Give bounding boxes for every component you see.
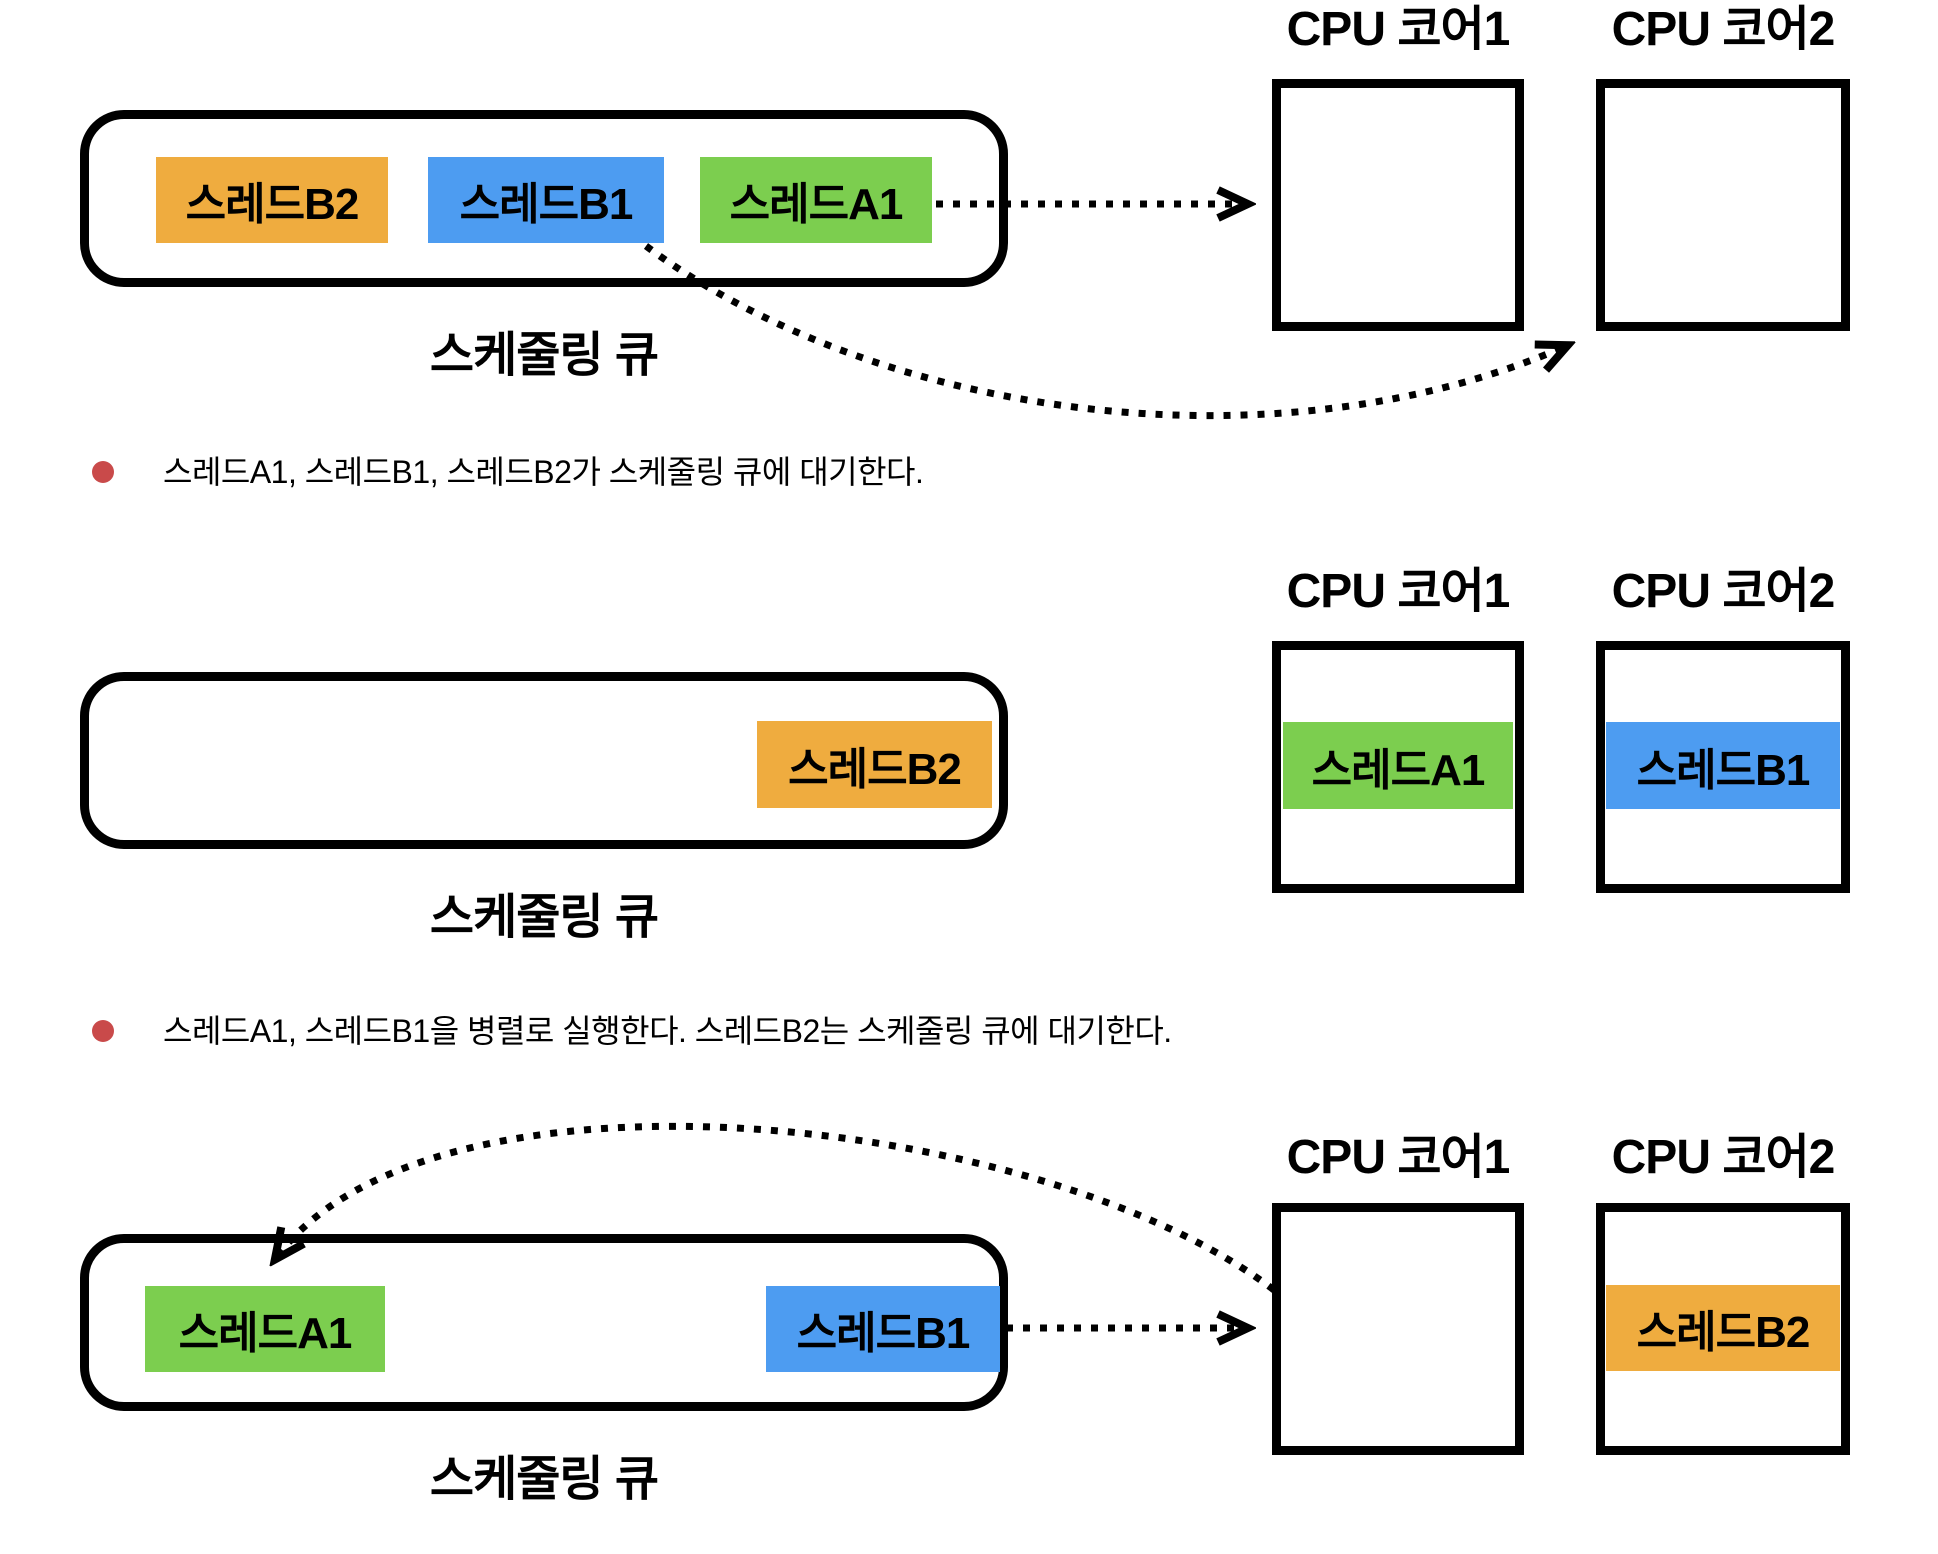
cpu-core2-label: CPU 코어2 — [1611, 3, 1836, 56]
thread-box-b2: 스레드B2 — [1606, 1285, 1840, 1371]
cpu-core1-box — [1272, 79, 1524, 331]
cpu-core2-label: CPU 코어2 — [1611, 565, 1836, 618]
thread-box-b1: 스레드B1 — [1606, 722, 1840, 809]
cpu-core2-box — [1596, 79, 1850, 331]
bullet-text: 스레드A1, 스레드B1, 스레드B2가 스케줄링 큐에 대기한다. — [163, 454, 924, 490]
cpu-core1-label: CPU 코어1 — [1286, 1131, 1511, 1184]
cpu-core1-box — [1272, 1203, 1524, 1455]
thread-box-b2: 스레드B2 — [757, 721, 992, 808]
thread-box-a1: 스레드A1 — [145, 1286, 385, 1372]
bullet-text: 스레드A1, 스레드B1을 병렬로 실행한다. 스레드B2는 스케줄링 큐에 대… — [163, 1013, 1172, 1049]
thread-box-a1: 스레드A1 — [1283, 722, 1513, 809]
cpu-core1-label: CPU 코어1 — [1286, 565, 1511, 618]
cpu-core1-label: CPU 코어1 — [1286, 3, 1511, 56]
scheduling-queue-label: 스케줄링 큐 — [429, 1453, 659, 1506]
thread-box-b2: 스레드B2 — [156, 157, 388, 243]
thread-box-b1: 스레드B1 — [766, 1286, 1000, 1372]
thread-box-b1: 스레드B1 — [428, 157, 664, 243]
scheduling-queue-label: 스케줄링 큐 — [429, 329, 659, 382]
cpu-core2-label: CPU 코어2 — [1611, 1131, 1836, 1184]
bullet-dot — [92, 1020, 114, 1042]
scheduling-queue-label: 스케줄링 큐 — [429, 891, 659, 944]
bullet-dot — [92, 461, 114, 483]
thread-box-a1: 스레드A1 — [700, 157, 932, 243]
